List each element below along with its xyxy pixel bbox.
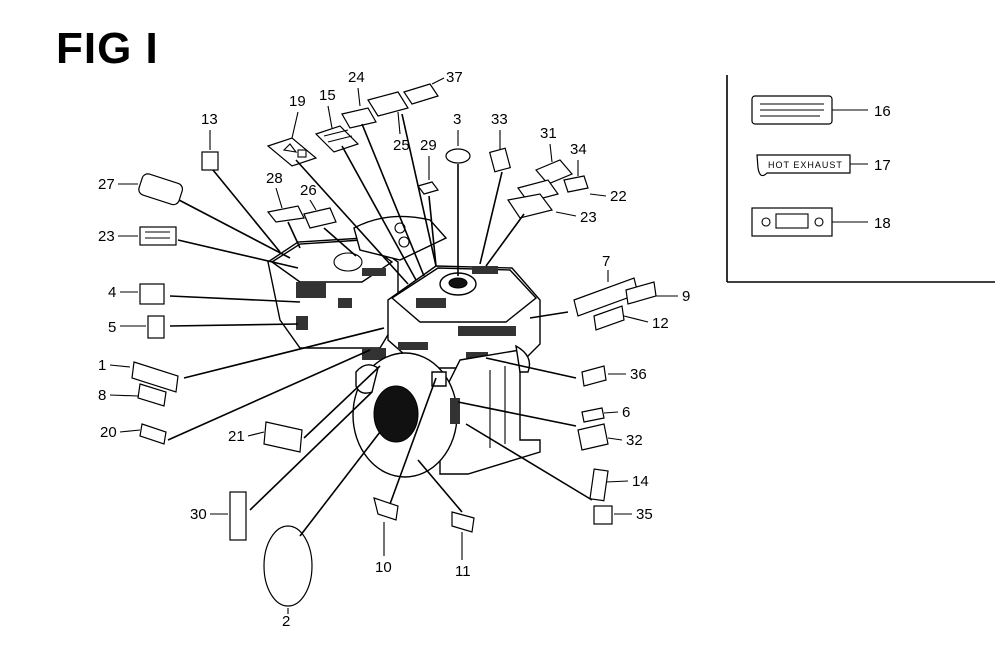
callout-34: 34 (570, 141, 587, 158)
callout-4: 4 (108, 284, 116, 301)
callout-11: 11 (455, 563, 471, 580)
callout-30: 30 (190, 506, 207, 523)
callout-13: 13 (201, 111, 218, 128)
inset-label-17-text: HOT EXHAUST (768, 160, 843, 170)
callout-3: 3 (453, 111, 461, 128)
callout-25: 25 (393, 137, 410, 154)
callout-24: 24 (348, 69, 365, 86)
callout-15: 15 (319, 87, 336, 104)
callout-10: 10 (375, 559, 392, 576)
callout-1: 1 (98, 357, 106, 374)
leader-lines (167, 113, 593, 537)
callout-23: 23 (98, 228, 115, 245)
inset-label-18-icon (751, 207, 868, 237)
inset-label-16-icon (751, 95, 868, 125)
decal-shapes (131, 83, 657, 607)
callout-2: 2 (282, 613, 290, 630)
callout-19: 19 (289, 93, 306, 110)
callout-37: 37 (446, 69, 463, 86)
callout-6: 6 (622, 404, 630, 421)
engine-illustration (267, 215, 541, 478)
callout-31: 31 (540, 125, 557, 142)
callout-20: 20 (100, 424, 117, 441)
inset-label-17-icon: HOT EXHAUST (756, 154, 868, 177)
callout-32: 32 (626, 432, 643, 449)
callout-35: 35 (636, 506, 653, 523)
callouts: 1 2 3 4 5 6 7 8 9 10 11 12 13 1 (98, 69, 891, 630)
callout-5: 5 (108, 319, 116, 336)
figure-title: FIG I (56, 24, 159, 73)
callout-18: 18 (874, 215, 891, 232)
callout-17: 17 (874, 157, 891, 174)
callout-22: 22 (610, 188, 627, 205)
callout-16: 16 (874, 103, 891, 120)
callout-9: 9 (682, 288, 690, 305)
inset-box: HOT EXHAUST (726, 75, 995, 283)
callout-36: 36 (630, 366, 647, 383)
callout-23-right: 23 (580, 209, 597, 226)
callout-8: 8 (98, 387, 106, 404)
callout-26: 26 (300, 182, 317, 199)
callout-7: 7 (602, 253, 610, 270)
callout-33: 33 (491, 111, 508, 128)
callout-21: 21 (228, 428, 245, 445)
callout-29: 29 (420, 137, 437, 154)
callout-28: 28 (266, 170, 283, 187)
callout-12: 12 (652, 315, 669, 332)
callout-27: 27 (98, 176, 115, 193)
callout-14: 14 (632, 473, 649, 490)
